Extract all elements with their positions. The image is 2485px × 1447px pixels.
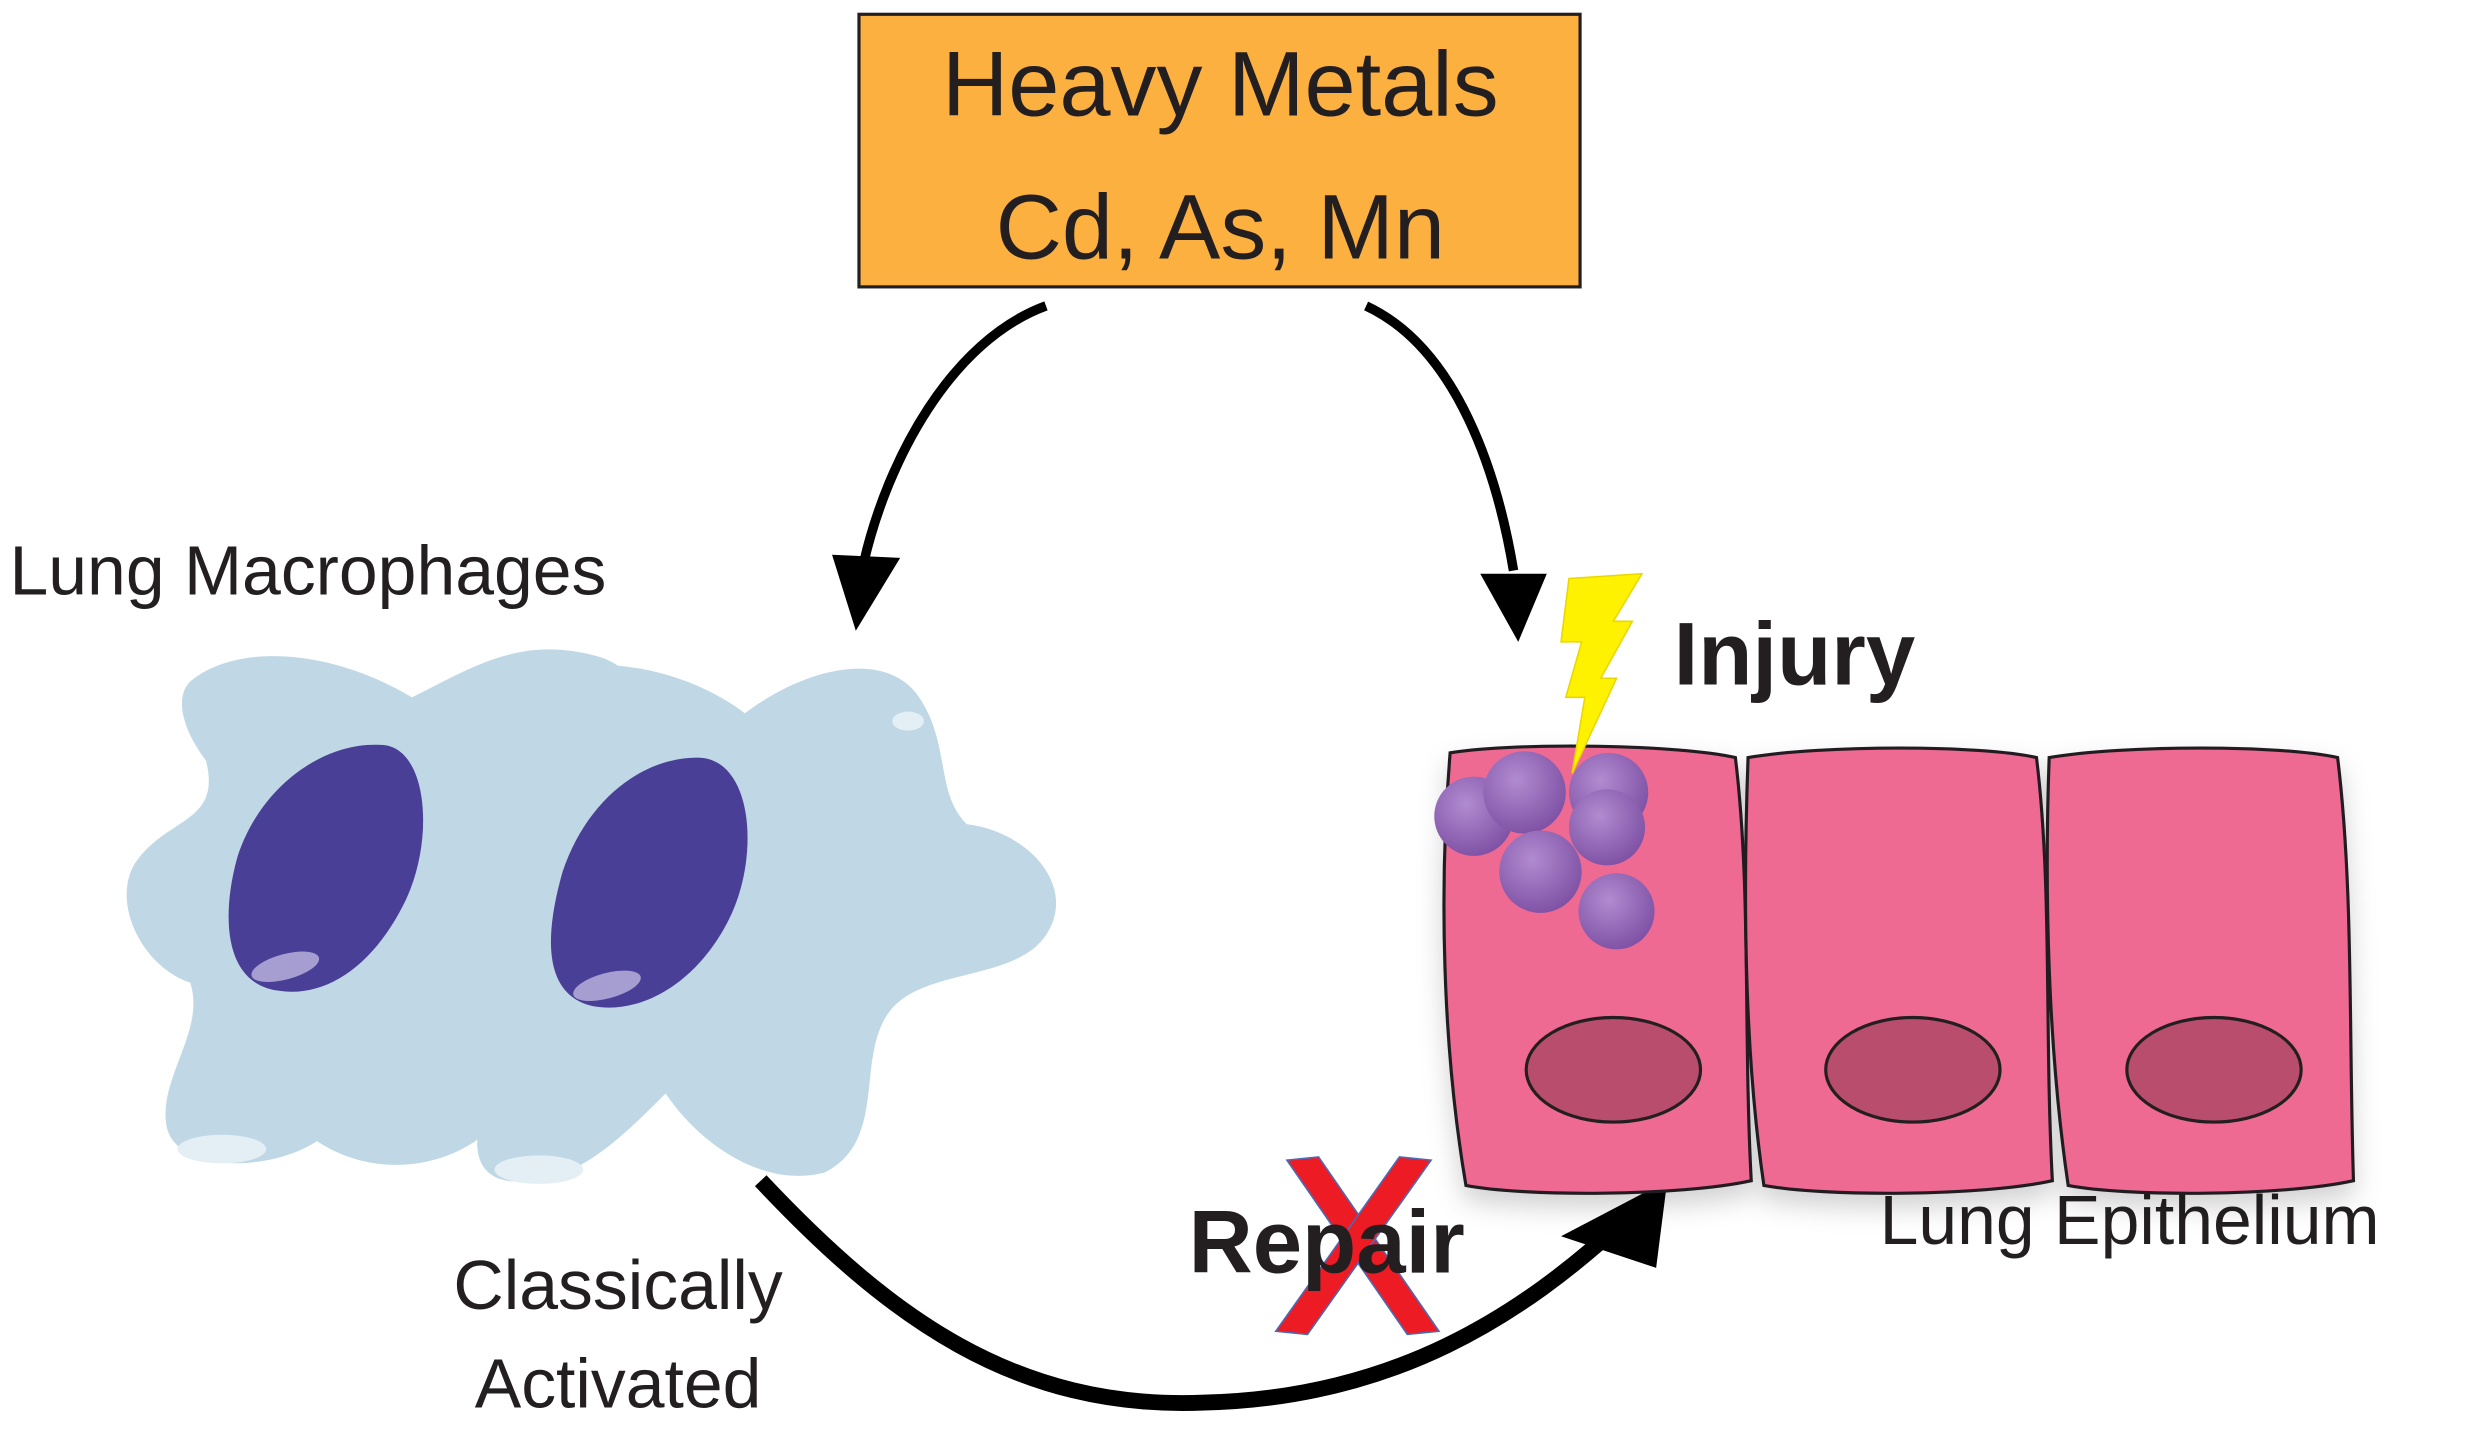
arrow-to-macrophages [859, 301, 1048, 564]
epithelial-cell [2045, 746, 2356, 1195]
epithelium-label: Lung Epithelium [1880, 1181, 2380, 1259]
macrophage-nucleus [550, 757, 748, 1008]
epithelial-cell [1743, 746, 2054, 1195]
epithelial-nucleus [2125, 1015, 2303, 1124]
arrowhead-epithelium [1480, 573, 1547, 642]
arrow-to-epithelium [1364, 301, 1519, 572]
activation-label-1: Classically [453, 1246, 782, 1324]
source-box-rect [857, 12, 1582, 289]
macrophage-nucleus [228, 744, 424, 992]
injury-label: Injury [1674, 605, 1916, 704]
source-title: Heavy Metals [942, 34, 1499, 136]
heavy-metals-box: Heavy Metals Cd, As, Mn [857, 12, 1582, 289]
metal-particles [1434, 751, 1655, 950]
activation-label-2: Activated [475, 1344, 762, 1422]
epithelial-nucleus [1824, 1015, 2002, 1124]
source-metals: Cd, As, Mn [996, 176, 1445, 278]
macrophages-label: Lung Macrophages [10, 531, 607, 609]
arrowhead-repair [1561, 1180, 1668, 1268]
repair-label: Repair [1189, 1193, 1465, 1292]
arrowhead-macrophages [832, 554, 901, 631]
lightning-bolt-icon [1560, 572, 1644, 774]
epithelial-nucleus [1524, 1015, 1703, 1124]
x-mark-icon [1274, 1156, 1441, 1336]
repair-arrow [754, 1175, 1630, 1411]
macrophage-front [445, 665, 1057, 1184]
